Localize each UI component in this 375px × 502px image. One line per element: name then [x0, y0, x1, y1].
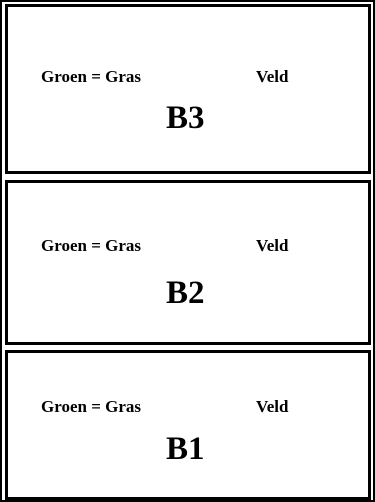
color-material-text: Groen = Gras [41, 236, 142, 255]
label-description: Groen = Gras Veld [41, 236, 288, 256]
type-text: Veld [256, 67, 289, 86]
label-code: B3 [166, 100, 205, 136]
label-card-b1: Groen = Gras Veld B1 [5, 350, 371, 500]
label-card-b3: Groen = Gras Veld B3 [5, 4, 371, 174]
label-card-b2: Groen = Gras Veld B2 [5, 180, 371, 345]
label-description: Groen = Gras Veld [41, 67, 288, 87]
label-code: B2 [166, 275, 205, 311]
type-text: Veld [256, 236, 289, 255]
type-text: Veld [256, 397, 289, 416]
color-material-text: Groen = Gras [41, 67, 142, 86]
label-description: Groen = Gras Veld [41, 397, 288, 417]
color-material-text: Groen = Gras [41, 397, 142, 416]
label-code: B1 [166, 431, 205, 467]
